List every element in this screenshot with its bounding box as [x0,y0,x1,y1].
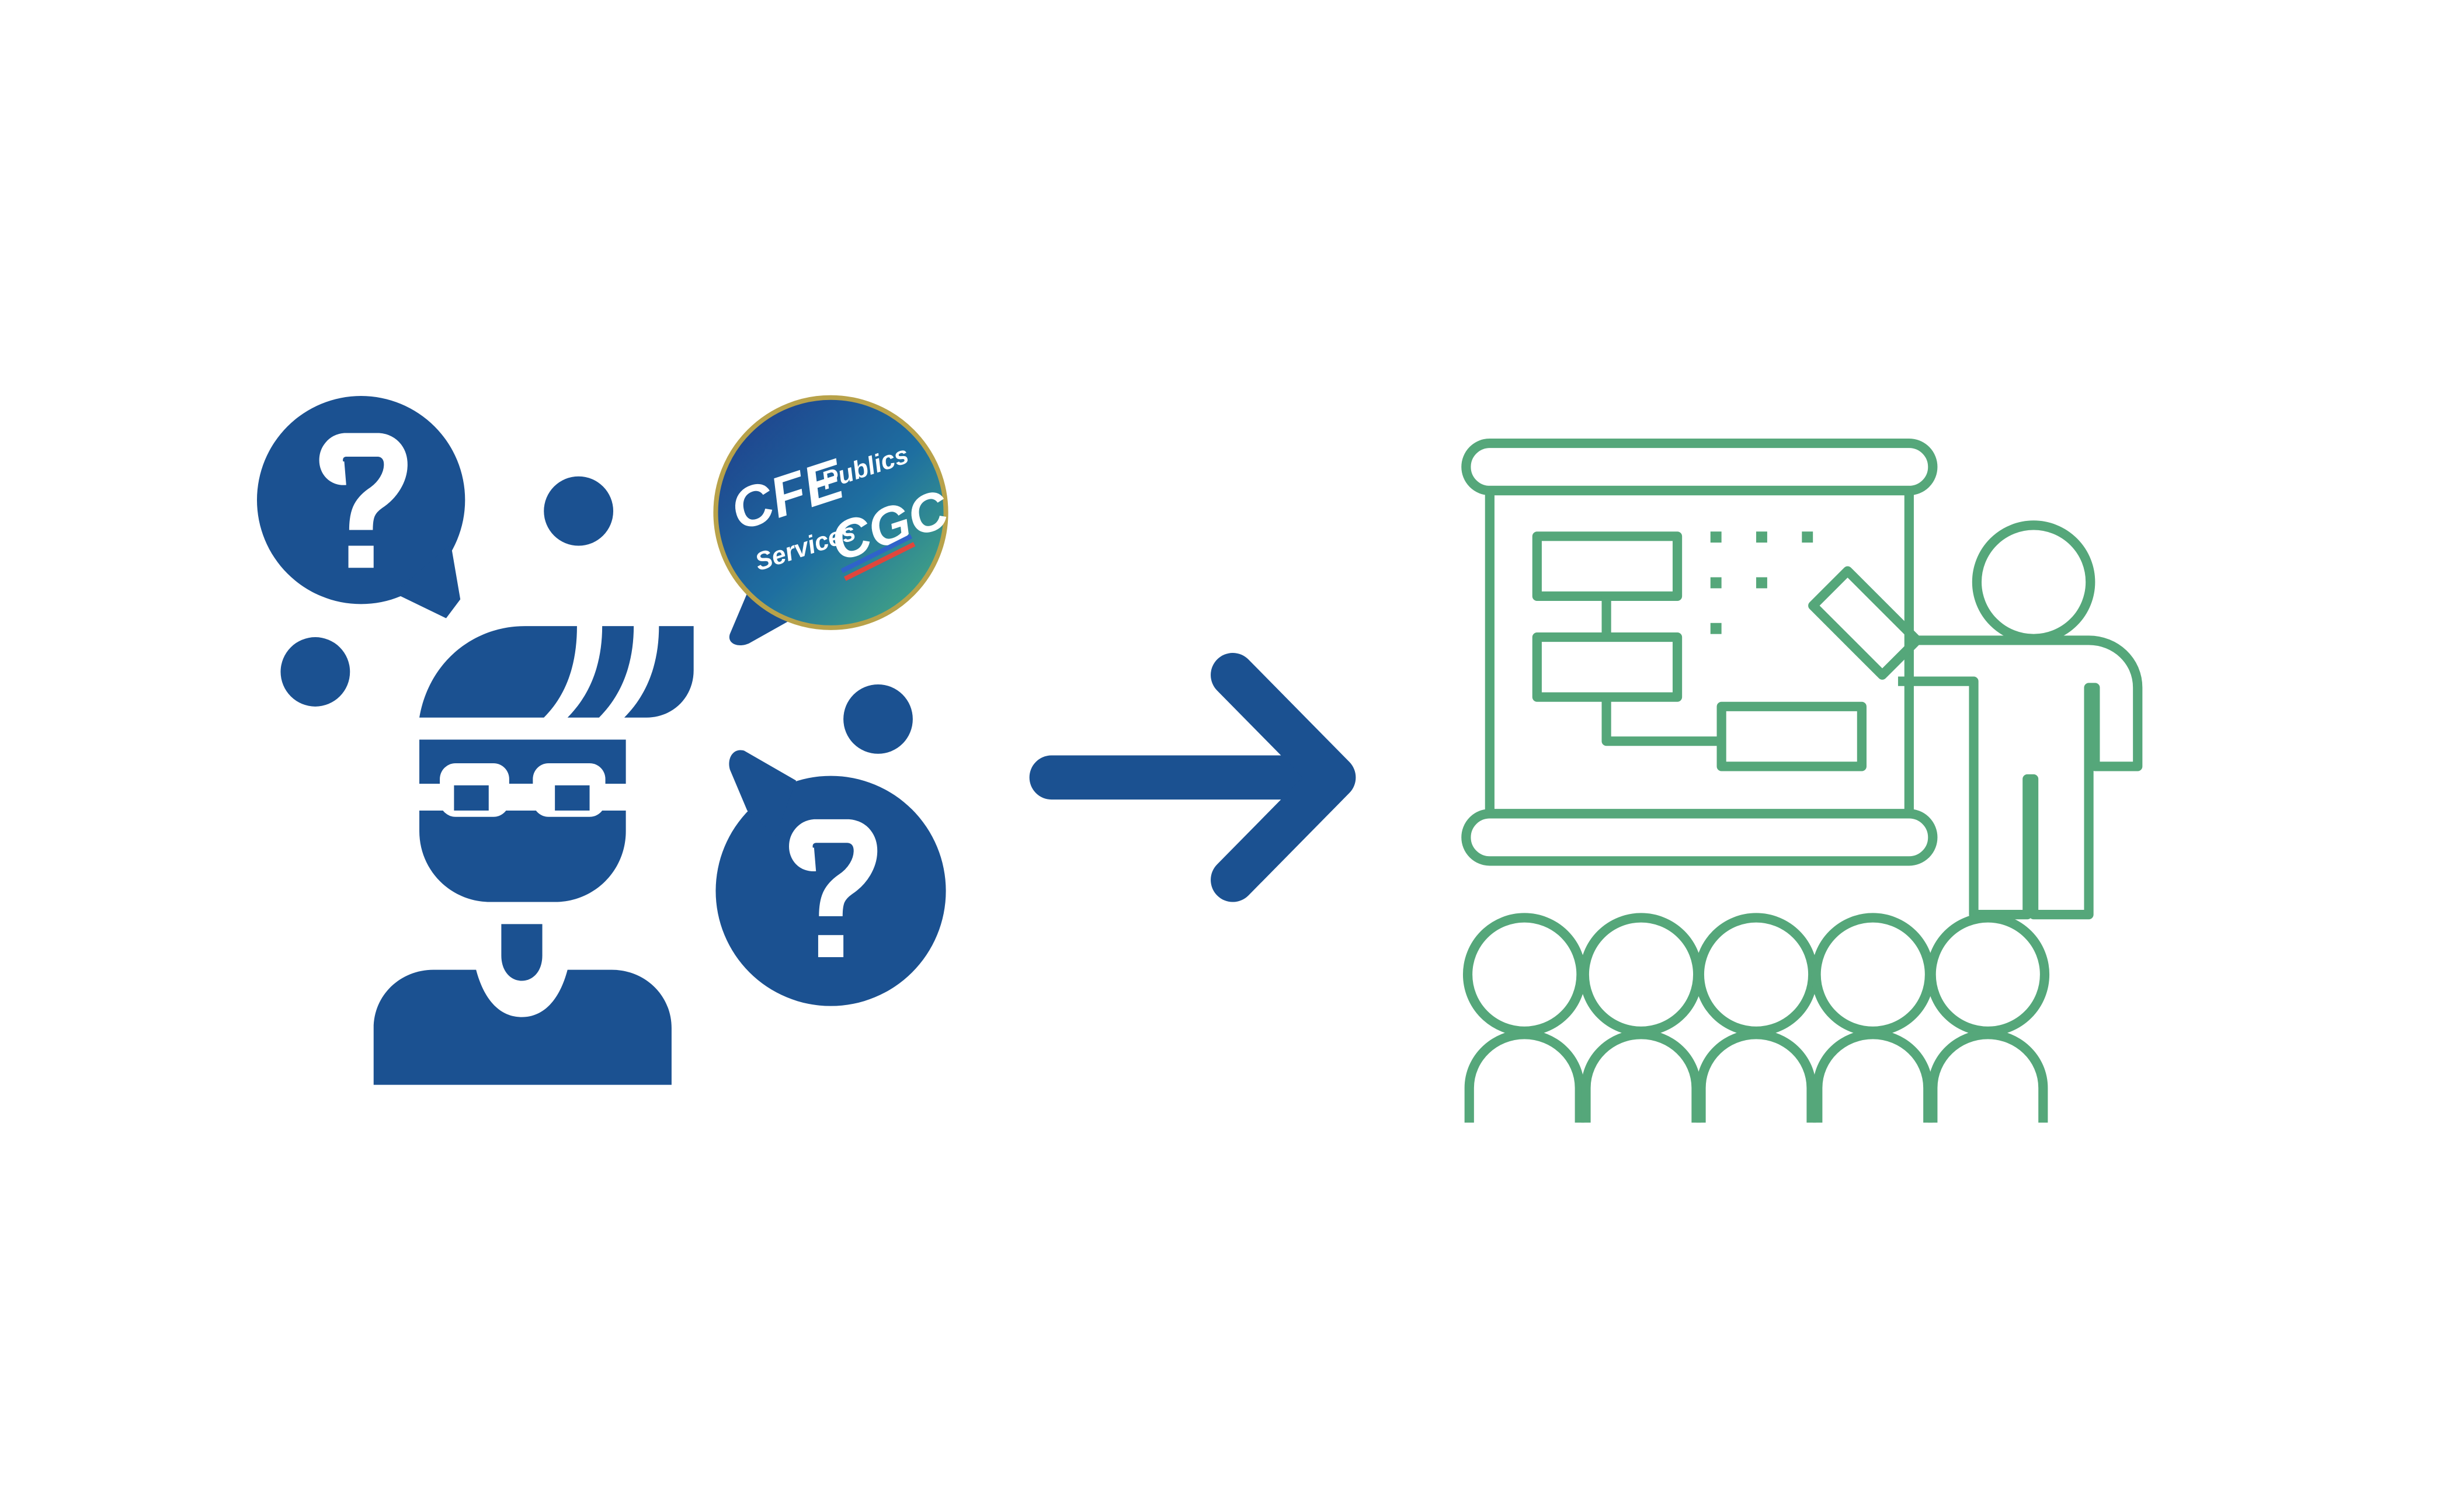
glasses-lens-inner [454,785,590,811]
audience-person [1926,913,2050,1123]
logo-bubble-tail-icon [729,593,788,646]
board-bottom-roller-icon [1461,809,1938,866]
audience-icon [1462,913,2050,1123]
question-mark-icon [319,433,408,568]
neck-icon [501,924,543,981]
board-dots-icon [1710,531,1813,634]
audience-person [1811,913,1935,1123]
hair-strand-icon [624,626,694,718]
hair-strand-icon [567,626,634,718]
dot-icon [280,637,350,707]
question-bubble-left-icon [256,396,465,618]
flowchart-icon [1532,531,1867,771]
confused-person-icon [256,396,946,1085]
hair-icon [419,626,577,718]
logo-stripe-blue [840,534,913,573]
presentation-audience-icon [1461,438,2143,1123]
audience-person [1579,913,1703,1123]
face-icon [419,810,626,902]
cfe-cgc-logo: CFE Services Publics CGC [713,395,956,630]
question-mark-icon [789,819,878,958]
arrow-right-icon [1029,653,1356,902]
audience-person [1462,913,1586,1123]
logo-stripe-red [844,542,916,581]
audience-person [1694,913,1818,1123]
question-bubble-right-icon [715,750,946,1006]
dot-icon [843,684,913,754]
dot-icon [544,476,614,546]
presenter-icon [1808,520,2143,920]
body-icon [373,969,672,1085]
board-top-roller-icon [1461,438,1938,496]
pointer-arm-icon [1808,566,1922,680]
